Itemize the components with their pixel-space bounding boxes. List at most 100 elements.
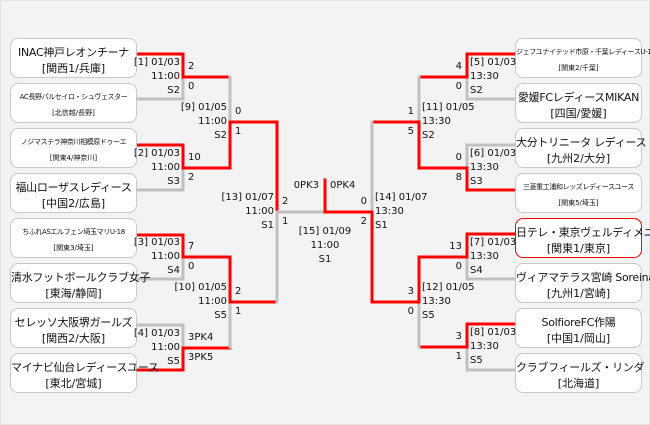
match-number-date: [7] 01/03 [470, 237, 550, 249]
team-region: [北海道] [557, 377, 600, 390]
score-top: 0 [235, 106, 242, 117]
team-box[interactable]: 清水フットボールクラブ女子[東海/静岡] [10, 263, 150, 303]
team-region: [東北/宮城] [45, 377, 102, 390]
match-venue: S2 [214, 130, 227, 141]
match-venue: S2 [422, 130, 435, 141]
team-name: マイナビ仙台レディースユース [11, 361, 159, 374]
match-venue: S5 [422, 310, 435, 321]
match-time: 11:00 [151, 71, 180, 82]
match-number-date: [10] 01/05 [147, 282, 227, 294]
score-bottom: 2 [188, 172, 195, 183]
match-time: 13:30 [422, 296, 451, 307]
team-box[interactable]: 愛媛FCレディースMIKAN[四国/愛媛] [515, 83, 642, 123]
score-top: 10 [188, 152, 201, 163]
final-time: 11:00 [310, 240, 340, 251]
match-venue: S1 [261, 220, 274, 231]
score-top: 0 [455, 152, 462, 163]
team-name: ヴィアマテラス宮崎 Soreina [516, 271, 650, 284]
match-number-date: [14] 01/07 [375, 192, 455, 204]
team-box[interactable]: ジェフユナイテッド市原・千葉レディースU-18 [関東2/千葉] [515, 38, 650, 78]
team-region: [関東2/千葉] [558, 64, 599, 72]
team-name: ノジマステラ神奈川相模原ドゥーエ [20, 138, 127, 146]
match-time: 11:00 [245, 206, 274, 217]
team-box[interactable]: ヴィアマテラス宮崎 Soreina [九州1/宮崎] [515, 263, 650, 303]
match-date: 01/03 [487, 57, 517, 68]
match-time: 13:30 [375, 206, 404, 217]
final-number: [15] [298, 226, 320, 237]
team-box[interactable]: AC長野パルセイロ・シュヴェスター[北信越/長野] [10, 83, 137, 123]
team-region: [九州2/大分] [546, 152, 611, 165]
match-venue: S5 [470, 355, 483, 366]
team-name: セレッソ大阪堺ガールズ [14, 316, 133, 329]
final-venue: S1 [318, 254, 332, 265]
team-box[interactable]: セレッソ大阪堺ガールズ [関西2/大阪] [10, 308, 137, 348]
match-number-date: [4] 01/03 [100, 328, 180, 340]
match-number: [8] [470, 327, 485, 338]
team-name: ジェフユナイテッド市原・千葉レディースU-18 [516, 48, 650, 56]
team-region: [関東3/埼玉] [53, 244, 94, 252]
team-region: [北信越/長野] [52, 109, 95, 117]
team-box[interactable]: クラブフィールズ・リンダ[北海道] [515, 353, 644, 393]
team-region: [関東4/神奈川] [49, 154, 98, 162]
score-top: 13 [449, 241, 462, 252]
match-time: 13:30 [470, 71, 499, 82]
match-venue: S4 [470, 265, 483, 276]
match-venue: S3 [470, 176, 483, 187]
match-number: [1] [133, 57, 148, 68]
score-bottom: 2 [360, 216, 367, 227]
match-number-date: [6] 01/03 [470, 148, 550, 160]
match-date: 01/03 [151, 148, 180, 159]
match-venue: S1 [375, 220, 388, 231]
score-bottom: 3PK5 [188, 352, 214, 363]
score-bottom: 0 [407, 306, 414, 317]
match-number: [12] [422, 282, 443, 293]
team-name: 三菱重工浦和レッズレディースユース [522, 183, 634, 191]
match-number-date: [2] 01/03 [100, 148, 180, 160]
team-box[interactable]: ノジマステラ神奈川相模原ドゥーエ [関東4/神奈川] [10, 128, 137, 168]
match-date: 01/05 [445, 282, 475, 293]
match-number-date: [12] 01/05 [422, 282, 502, 294]
match-number: [11] [422, 102, 443, 113]
team-region: [九州1/宮崎] [546, 287, 611, 300]
team-region: [四国/愛媛] [550, 107, 607, 120]
match-venue: S5 [167, 356, 180, 367]
score-top: 3PK4 [188, 332, 214, 343]
final-date: 01/09 [322, 226, 352, 237]
match-venue: S4 [167, 265, 180, 276]
score-top: 2 [282, 196, 289, 207]
match-number: [13] [221, 192, 242, 203]
score-bottom: 1 [235, 126, 242, 137]
match-venue: S2 [470, 85, 483, 96]
score-bottom: 1 [235, 306, 242, 317]
match-date: 01/07 [245, 192, 274, 203]
team-name: 日テレ・東京ヴェルディメニーナ [516, 226, 650, 239]
team-region: [関東1/東京] [546, 242, 611, 255]
team-box[interactable]: 大分トリニータ レディース[九州2/大分] [515, 128, 647, 168]
match-number: [14] [375, 192, 396, 203]
score-bottom: 1 [282, 216, 289, 227]
score-bottom: 5 [407, 126, 414, 137]
final-score-left: 0PK3 [293, 180, 319, 191]
team-box[interactable]: INAC神戸レオンチーナ[関西1/兵庫] [10, 38, 137, 78]
team-region: [関西2/大阪] [41, 332, 106, 345]
score-top: 3 [455, 331, 462, 342]
match-time: 13:30 [422, 116, 451, 127]
score-bottom: 0 [455, 261, 462, 272]
score-top: 7 [188, 241, 195, 252]
team-box[interactable]: 日テレ・東京ヴェルディメニーナ [関東1/東京] [515, 218, 650, 258]
team-region: [関東5/埼玉] [558, 199, 599, 207]
team-box[interactable]: SolfioreFC作陽[中国1/岡山] [515, 308, 642, 348]
match-number-date: [3] 01/03 [100, 237, 180, 249]
team-box[interactable]: 福山ローザスレディース[中国2/広島] [10, 173, 137, 213]
match-number: [6] [470, 148, 485, 159]
match-number: [4] [133, 328, 148, 339]
match-number-date: [8] 01/03 [470, 327, 550, 339]
match-date: 01/03 [487, 327, 517, 338]
team-box[interactable]: マイナビ仙台レディースユース [東北/宮城] [10, 353, 159, 393]
score-top: 2 [188, 61, 195, 72]
team-box[interactable]: 三菱重工浦和レッズレディースユース [関東5/埼玉] [515, 173, 642, 213]
match-number: [2] [133, 148, 148, 159]
team-box[interactable]: ちふれASエルフェン埼玉マリU-18[関東3/埼玉] [10, 218, 137, 258]
score-top: 2 [235, 286, 242, 297]
